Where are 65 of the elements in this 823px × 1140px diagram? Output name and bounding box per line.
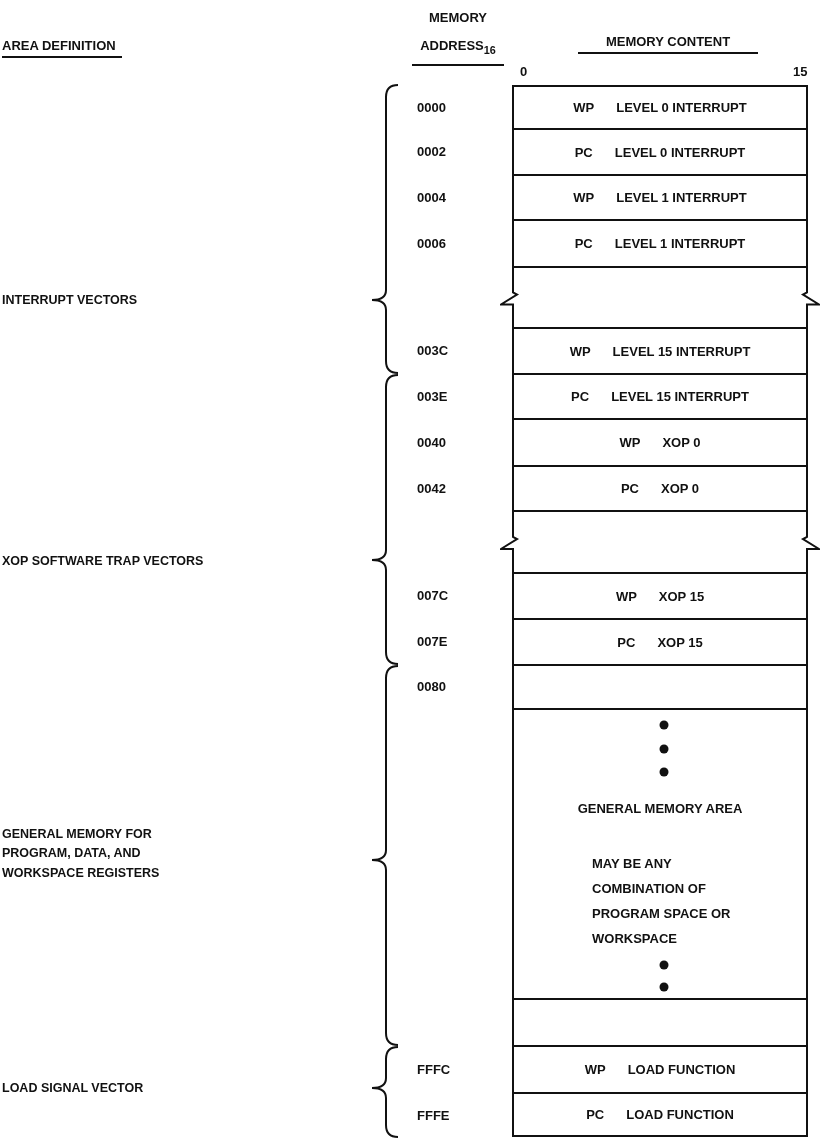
memory-address: 0000: [417, 98, 447, 117]
register-name: WP: [573, 100, 595, 115]
memory-address: 0080: [417, 678, 447, 696]
register-name: PC: [617, 634, 636, 650]
vector-description: XOP 0: [662, 435, 701, 450]
vector-description: LOAD FUNCTION: [626, 1107, 734, 1122]
memory-address: FFFC: [417, 1060, 452, 1079]
area-heading: GENERAL MEMORY AREA: [576, 801, 744, 816]
memory-word-row: [512, 418, 808, 465]
vector-description: LEVEL 1 INTERRUPT: [614, 236, 746, 251]
memory-word-row: [512, 174, 808, 219]
register-name: PC: [586, 1107, 605, 1122]
vector-description: XOP 15: [657, 634, 703, 650]
register-name: WP: [573, 190, 595, 205]
memory-word-row: [512, 465, 808, 510]
register-name: WP: [619, 435, 641, 450]
area-description: MAY BE ANY COMBINATION OF PROGRAM SPACE OR WORKSPACE: [592, 855, 732, 948]
register-name: WP: [615, 588, 637, 604]
vector-description: LEVEL 0 INTERRUPT: [614, 144, 746, 160]
register-name: WP: [584, 1062, 606, 1077]
memory-word-row: [512, 85, 808, 128]
empty-memory-row: [512, 998, 808, 1045]
memory-break-row: [500, 266, 820, 327]
memory-area-box: [512, 708, 808, 998]
area-label: INTERRUPT VECTORS: [2, 292, 139, 309]
memory-word-row: [512, 219, 808, 266]
memory-word-row: [512, 373, 808, 418]
vector-description: XOP 0: [661, 481, 700, 496]
register-name: PC: [574, 144, 593, 160]
memory-break-row: [500, 510, 820, 572]
vector-description: XOP 15: [658, 588, 705, 604]
register-name: PC: [574, 236, 593, 251]
vector-description: LEVEL 15 INTERRUPT: [611, 389, 749, 404]
memory-address: FFFE: [417, 1106, 451, 1125]
bit-number: 15: [793, 63, 809, 81]
memory-word-row: [512, 572, 808, 618]
column-heading: AREA DEFINITION: [2, 36, 122, 59]
memory-address: 007C: [417, 587, 450, 605]
register-name: PC: [620, 481, 639, 496]
memory-address: 0002: [417, 143, 447, 161]
memory-word-row: [512, 327, 808, 373]
vector-description: LEVEL 15 INTERRUPT: [612, 343, 751, 359]
bit-number: 0: [520, 63, 529, 81]
memory-address: 0040: [417, 433, 447, 452]
column-heading: MEMORY ADDRESS$_{16}$: [412, 4, 504, 66]
vector-description: LEVEL 0 INTERRUPT: [616, 100, 747, 115]
vector-description: LOAD FUNCTION: [627, 1062, 736, 1077]
vector-description: LEVEL 1 INTERRUPT: [616, 190, 747, 205]
area-label: GENERAL MEMORY FOR PROGRAM, DATA, AND WORKSPACE REGISTERS: [2, 826, 161, 882]
memory-address: 0006: [417, 234, 447, 253]
register-name: PC: [571, 389, 590, 404]
memory-address: 003C: [417, 342, 450, 360]
area-label: LOAD SIGNAL VECTOR: [2, 1080, 145, 1097]
register-name: WP: [569, 343, 591, 359]
empty-memory-row: [512, 664, 808, 708]
memory-word-row: [512, 128, 808, 174]
area-label: XOP SOFTWARE TRAP VECTORS: [2, 553, 205, 570]
memory-word-row: [512, 1045, 808, 1092]
memory-word-row: [512, 1092, 808, 1137]
memory-address: 0042: [417, 479, 447, 498]
memory-address: 0004: [417, 188, 447, 207]
memory-address: 003E: [417, 387, 449, 406]
memory-word-row: [512, 618, 808, 664]
column-heading: MEMORY CONTENT: [578, 32, 758, 55]
memory-address: 007E: [417, 633, 449, 651]
